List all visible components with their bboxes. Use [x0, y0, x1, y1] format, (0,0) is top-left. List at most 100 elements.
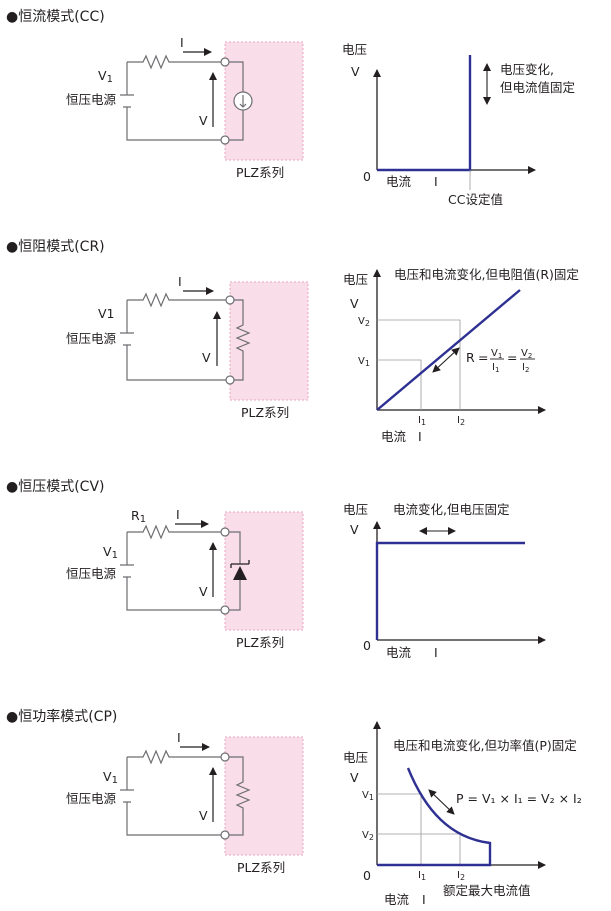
load-label: PLZ系列 [236, 635, 284, 650]
zener-diode-icon [233, 566, 247, 580]
y-symbol: V [350, 522, 359, 537]
svg-text:V1: V1 [491, 348, 502, 360]
double-arrow-icon [432, 347, 460, 373]
load-resistor-icon [225, 756, 251, 836]
y-label: 电压 [343, 272, 368, 287]
y-label: 电压 [343, 502, 368, 517]
source-symbol: V1 [98, 68, 113, 85]
load-resistor-icon [230, 299, 251, 381]
x-symbol: I [418, 429, 422, 444]
source-symbol: V1 [103, 769, 118, 786]
battery-icon [120, 564, 134, 578]
section-cp: ●恒功率模式(CP) I V1 恒压电源 V PLZ系列 电压 V V1 [6, 708, 582, 907]
grid-lines [377, 793, 461, 865]
resistor-icon [127, 524, 225, 540]
wire [126, 757, 225, 836]
y-symbol: V [350, 770, 359, 785]
section-cv: ●恒压模式(CV) R1 I V1 恒压电源 V PLZ系列 电压 [6, 479, 546, 660]
x-symbol: I [434, 645, 438, 660]
origin-label: 0 [363, 169, 371, 184]
grid-lines [377, 319, 461, 410]
section-cr: ●恒阻模式(CR) I V1 恒压电源 V PLZ系列 电压 V V2 [6, 239, 579, 444]
voltage-label: V [202, 350, 211, 365]
wire [126, 300, 230, 381]
cp-curve [377, 767, 492, 867]
wire [225, 61, 244, 141]
terminal-icon [225, 375, 235, 385]
circuit-diagram: I V1 恒压电源 V PLZ系列 [66, 274, 309, 420]
note-label: 但电流值固定 [500, 80, 575, 95]
x-label: 电流 [386, 645, 412, 660]
svg-text:=: = [507, 350, 517, 365]
x-label: 电流 [381, 429, 407, 444]
origin-label: 0 [363, 638, 371, 653]
i1-tick: I1 [418, 415, 426, 427]
i1-tick: I1 [418, 870, 426, 882]
cc-curve [377, 55, 472, 172]
terminal-icon [225, 295, 235, 305]
note-label: 电压变化, [500, 62, 554, 77]
circuit-diagram: I V1 恒压电源 V PLZ系列 [66, 35, 304, 180]
note-label: 电流变化,但电压固定 [393, 502, 509, 517]
load-label: PLZ系列 [241, 405, 289, 420]
i2-tick: I2 [457, 415, 465, 427]
source-label: 恒压电源 [66, 92, 117, 107]
resistor-label: R1 [131, 508, 146, 525]
note-label: 电压和电流变化,但功率值(P)固定 [393, 738, 577, 753]
load-label: PLZ系列 [237, 860, 285, 875]
svg-text:R: R [466, 350, 475, 365]
current-label: I [176, 507, 180, 522]
load-label: PLZ系列 [236, 165, 284, 180]
current-label: I [180, 35, 184, 50]
section-title: ●恒流模式(CC) [6, 9, 105, 25]
origin-label: 0 [363, 868, 371, 883]
resistor-icon [127, 54, 225, 70]
voltage-label: V [199, 584, 208, 599]
power-formula: P = V₁ × I₁ = V₂ × I₂ [456, 791, 582, 806]
voltage-label: V [199, 808, 208, 823]
svg-text:=: = [478, 350, 488, 365]
y-label: 电压 [343, 750, 368, 765]
svg-text:I1: I1 [492, 362, 499, 374]
source-symbol: V1 [98, 306, 115, 321]
section-title: ●恒功率模式(CP) [6, 708, 117, 725]
v2-tick: V2 [362, 830, 374, 842]
characteristic-graph: 电压 V 0 电流 I 电压变化, 但电流值固定 CC设定值 [342, 42, 575, 207]
section-title: ●恒压模式(CV) [6, 479, 105, 495]
wire [225, 531, 241, 611]
terminal-icon [220, 752, 230, 762]
characteristic-graph: 电压 V V2 V1 I1 I2 电流 I 电压和电流变化,但电阻值(R)固定 … [343, 267, 579, 444]
setpoint-label: CC设定值 [448, 192, 503, 207]
x-symbol: I [434, 174, 438, 189]
y-symbol: V [351, 64, 360, 79]
resistance-formula: R = V1 I1 = V2 I2 [466, 348, 535, 374]
resistor-icon [127, 292, 230, 308]
battery-icon [120, 94, 134, 108]
section-title: ●恒阻模式(CR) [6, 239, 105, 255]
section-cc: ●恒流模式(CC) I V1 恒压电源 V PLZ系列 电压 [6, 9, 575, 207]
voltage-label: V [199, 113, 208, 128]
load-box [224, 511, 304, 631]
v1-tick: V1 [362, 790, 374, 802]
v1-tick: V1 [358, 356, 370, 368]
max-current-label: 额定最大电流值 [443, 883, 531, 898]
cr-line [376, 289, 521, 411]
resistor-icon [127, 749, 225, 765]
source-label: 恒压电源 [66, 791, 117, 806]
terminal-icon [220, 830, 230, 840]
v2-tick: V2 [358, 316, 370, 328]
y-label: 电压 [342, 42, 367, 57]
characteristic-graph: 电压 V V1 V2 0 I1 I2 电流 I 额定最大电流值 电压和电流变化,… [343, 721, 582, 907]
current-label: I [178, 274, 182, 289]
terminal-icon [220, 527, 230, 537]
y-symbol: V [350, 296, 359, 311]
svg-text:I2: I2 [522, 362, 529, 374]
terminal-icon [220, 605, 230, 615]
cv-curve [375, 541, 525, 640]
x-symbol: I [422, 892, 426, 907]
battery-icon [120, 789, 134, 803]
load-box [224, 736, 304, 856]
circuit-diagram: I V1 恒压电源 V PLZ系列 [66, 730, 304, 875]
double-arrow-icon [428, 789, 455, 815]
